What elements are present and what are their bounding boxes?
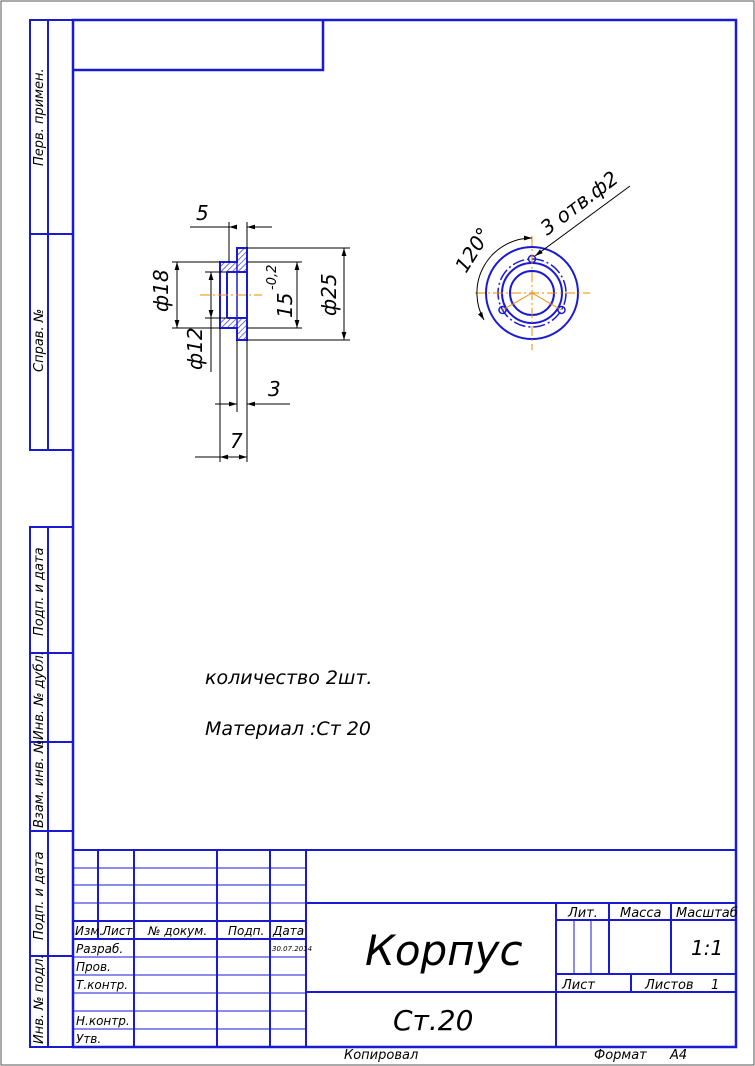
footer-format-value: А4 <box>669 1048 687 1063</box>
tb-razrab: Разраб. <box>76 942 123 956</box>
tb-list: Лист <box>101 924 133 938</box>
tb-material: Ст.20 <box>393 1004 473 1037</box>
section-dimensions <box>172 222 350 462</box>
side-label-perv-primen: Перв. примен. <box>32 68 47 166</box>
section-view <box>200 247 262 341</box>
side-label-inv-podl: Инв. № подл. <box>32 954 47 1044</box>
side-label-vzam-inv: Взам. инв. № <box>32 740 47 828</box>
tb-lit: Лит. <box>567 906 598 921</box>
dim-d25: ф25 <box>317 273 341 316</box>
tb-massa: Масса <box>620 906 661 921</box>
side-label-sprav-no: Справ. № <box>32 309 47 372</box>
tb-izm: Изм. <box>75 924 103 938</box>
tb-list-label: Лист <box>561 978 595 993</box>
tb-podp: Подп. <box>228 924 264 938</box>
tb-data: Дата <box>272 924 304 938</box>
top-left-box <box>73 20 325 72</box>
tb-masshtab: Масштаб <box>676 906 738 921</box>
title-block <box>73 849 736 1047</box>
dim-holes: 3 отв.ф2 <box>536 166 623 240</box>
front-dimensions <box>476 185 631 321</box>
dim-15-tolerance: -0,2 <box>265 265 280 290</box>
dim-d12: ф12 <box>183 327 207 370</box>
dim-angle-120: 120° <box>450 223 496 277</box>
side-label-inv-dubl: Инв. № дубл. <box>32 651 47 740</box>
dim-5: 5 <box>196 201 209 225</box>
tb-utv: Утв. <box>76 1032 101 1046</box>
note-quantity: количество 2шт. <box>205 667 372 689</box>
footer-format: Формат <box>594 1048 647 1063</box>
tb-listov-label: Листов <box>644 978 694 993</box>
note-material: Материал :Ст 20 <box>205 718 371 740</box>
tb-tkontr: Т.контр. <box>76 978 128 992</box>
tb-prov: Пров. <box>76 960 111 974</box>
front-view <box>475 236 590 350</box>
tb-doc-no: № докум. <box>147 924 207 938</box>
tb-part-name: Корпус <box>365 926 523 975</box>
dim-d18: ф18 <box>149 269 173 312</box>
side-label-podp-data-1: Подп. и дата <box>32 547 47 636</box>
dim-15: 15 <box>273 293 297 318</box>
tb-scale-value: 1:1 <box>691 936 723 960</box>
tb-nkontr: Н.контр. <box>76 1014 130 1028</box>
tb-listov-value: 1 <box>711 978 719 993</box>
drawing-frame <box>71 18 738 1049</box>
side-label-podp-data-2: Подп. и дата <box>32 851 47 940</box>
footer-kopiroval: Копировал <box>344 1048 418 1063</box>
dim-3: 3 <box>268 377 281 401</box>
dim-7: 7 <box>230 429 243 453</box>
tb-date-value: 30.07.2014 <box>272 945 312 953</box>
left-margin <box>29 19 74 1048</box>
